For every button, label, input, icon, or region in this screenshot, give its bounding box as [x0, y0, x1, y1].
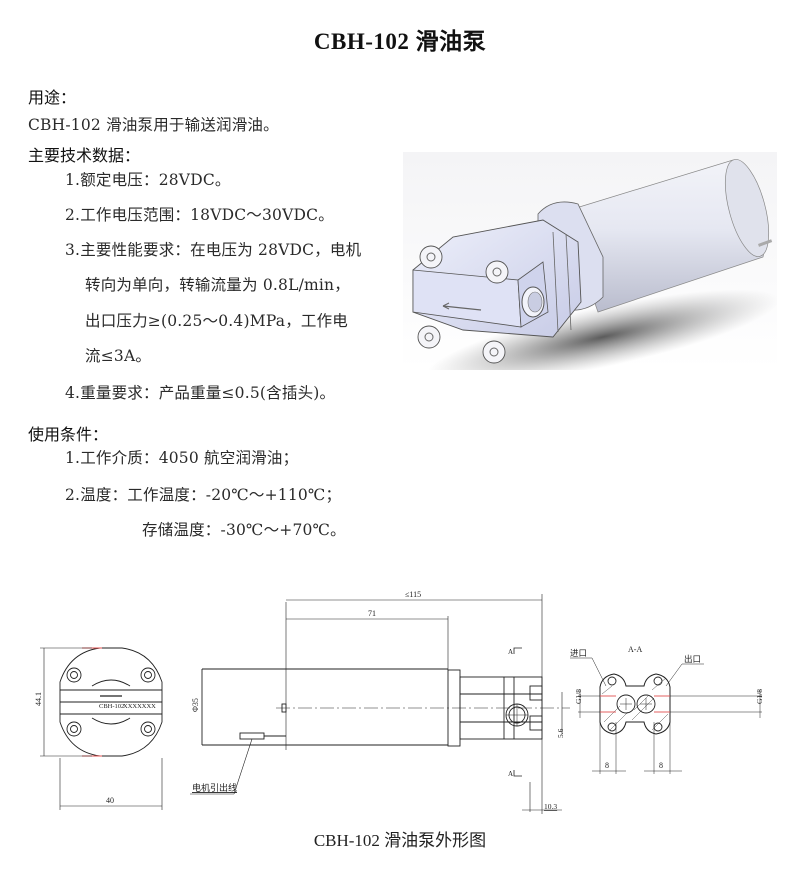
- pump-render-illustration: [403, 152, 780, 385]
- spec-item-3-line-3: 出口压力≥(0.25～0.4)MPa，工作电: [85, 312, 348, 330]
- outlet-label: 出口: [684, 654, 701, 664]
- front-view: [40, 647, 163, 810]
- condition-item-2-storage: 存储温度：-30℃～+70℃。: [142, 521, 346, 539]
- section-mark-bottom: A: [508, 770, 513, 778]
- motor-diameter-dim: Φ35: [191, 698, 200, 712]
- port-offset-dim: 5.6: [556, 728, 565, 738]
- section-view: [570, 657, 762, 774]
- outline-drawing: CBH-102 XXXXXXX 44.1 40: [22, 582, 780, 822]
- spec-item-3-line-4: 流≤3A。: [85, 347, 152, 365]
- section-mark-top: A: [508, 648, 513, 656]
- nameplate-serial: XXXXXXX: [123, 703, 156, 710]
- overall-length-dim: ≤115: [405, 590, 421, 599]
- product-image: [403, 152, 780, 385]
- spec-item-1: 1.额定电压：28VDC。: [65, 171, 231, 189]
- usage-text: CBH-102 滑油泵用于输送润滑油。: [28, 116, 279, 134]
- front-height-dim: 44.1: [34, 692, 43, 706]
- drawing-caption: CBH-102 滑油泵外形图: [313, 831, 487, 850]
- nameplate-model: CBH-102: [99, 703, 124, 710]
- front-width-dim: 40: [106, 796, 114, 805]
- usage-heading: 用途：: [28, 88, 77, 107]
- conditions-heading: 使用条件：: [28, 425, 109, 444]
- motor-length-dim: 71: [368, 609, 376, 618]
- specs-heading: 主要技术数据：: [28, 146, 141, 165]
- spec-item-3-line-2: 转向为单向，转输流量为 0.8L/min，: [85, 276, 350, 294]
- outlet-depth-dim: 8: [659, 761, 663, 770]
- spec-item-3: 3.主要性能要求：在电压为 28VDC，电机: [65, 241, 362, 259]
- page-title: CBH-102 滑油泵: [313, 29, 487, 54]
- spec-item-4: 4.重量要求：产品重量≤0.5(含插头)。: [65, 384, 336, 402]
- socket-screw-icons: [417, 245, 509, 364]
- condition-item-1: 1.工作介质：4050 航空润滑油；: [65, 449, 299, 467]
- spec-item-2: 2.工作电压范围：18VDC～30VDC。: [65, 206, 334, 224]
- section-title: A-A: [628, 645, 642, 654]
- end-offset-dim: 10.3: [544, 802, 557, 811]
- inlet-depth-dim: 8: [605, 761, 609, 770]
- motor-lead-label: 电机引出线: [192, 782, 237, 793]
- side-view: [190, 594, 570, 814]
- inlet-label: 进口: [570, 648, 587, 658]
- thread-left-dim: G1/8: [574, 689, 583, 704]
- thread-right-dim: G1/8: [755, 689, 764, 704]
- condition-item-2: 2.温度：工作温度：-20℃～+110℃；: [65, 486, 342, 504]
